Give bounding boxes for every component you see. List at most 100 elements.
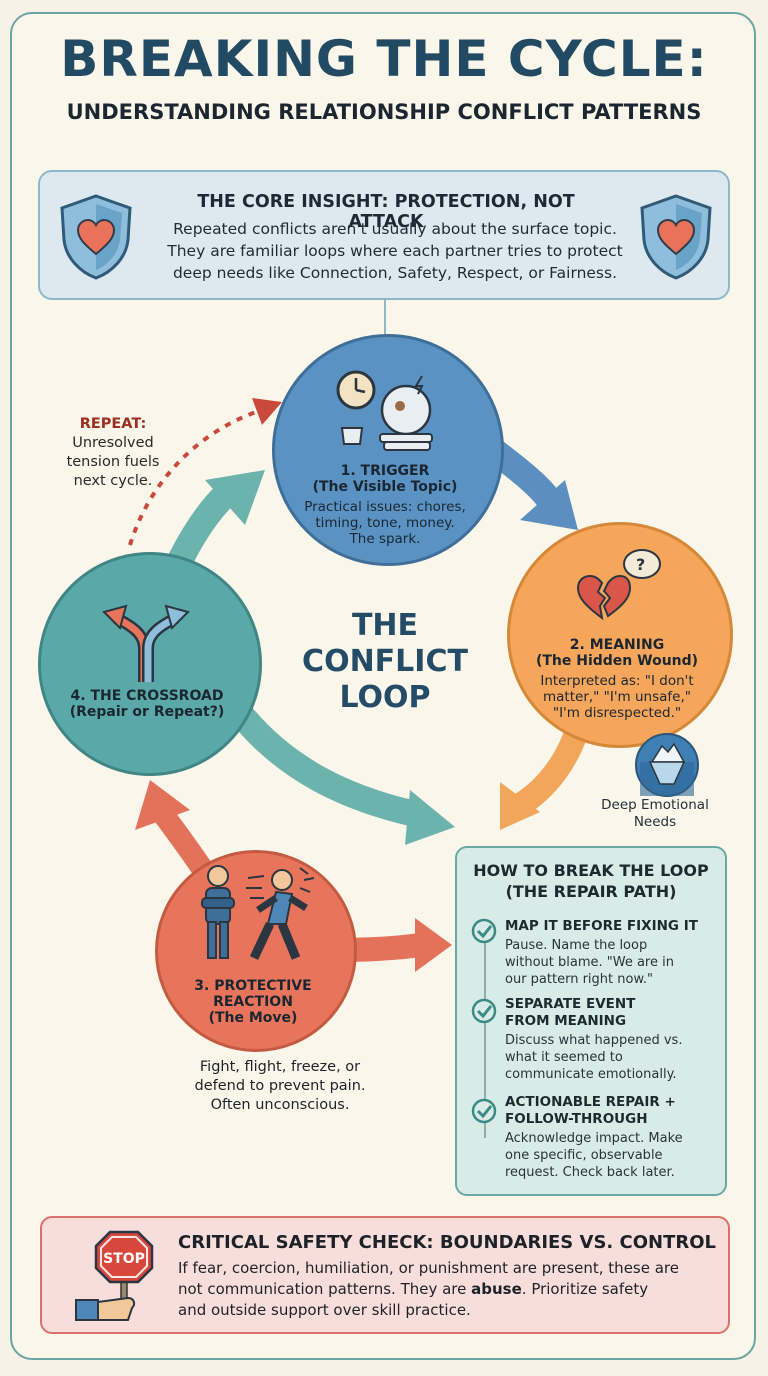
stop-sign-icon: STOP: [75, 1230, 154, 1321]
step-heading: ACTIONABLE REPAIR +: [505, 1094, 676, 1110]
meaning-title: 2. MEANING: [569, 637, 665, 653]
reaction-text: 3. PROTECTIVE REACTION (The Move): [170, 978, 336, 1026]
iceberg-line: Deep Emotional: [601, 797, 709, 813]
loop-title-line: LOOP: [339, 680, 431, 715]
repair-step-2: SEPARATE EVENT FROM MEANING Discuss what…: [505, 996, 715, 1083]
repeat-line: next cycle.: [73, 473, 153, 489]
trigger-subtitle: (The Visible Topic): [312, 479, 458, 495]
step-line: without blame. "We are in: [505, 955, 674, 970]
step-line: Discuss what happened vs.: [505, 1033, 683, 1048]
clock-dishes-icon: [336, 370, 433, 451]
reaction-title: REACTION: [213, 994, 293, 1010]
repair-step-1: MAP IT BEFORE FIXING IT Pause. Name the …: [505, 918, 715, 988]
safety-body: If fear, coercion, humiliation, or punis…: [178, 1258, 718, 1321]
arrow-head: [500, 782, 540, 830]
step-body: Discuss what happened vs. what it seemed…: [505, 1032, 715, 1083]
step-line: request. Check back later.: [505, 1165, 675, 1180]
stop-sign-text: STOP: [103, 1251, 145, 1267]
safety-line: If fear, coercion, humiliation, or punis…: [178, 1259, 679, 1277]
defensive-people-icon: [201, 865, 315, 960]
step-body: Acknowledge impact. Make one specific, o…: [505, 1130, 715, 1181]
crossroad-title: 4. THE CROSSROAD: [70, 688, 224, 704]
repeat-title: REPEAT:: [79, 416, 147, 432]
trigger-line: The spark.: [349, 531, 421, 547]
arrow-head: [405, 790, 455, 845]
check-circle-icon: [471, 918, 497, 944]
core-insight-line: Repeated conflicts aren't usually about …: [173, 220, 617, 238]
safety-text: . Prioritize safety: [521, 1280, 649, 1298]
step-heading: MAP IT BEFORE FIXING IT: [505, 918, 698, 934]
safety-check-box: STOP CRITICAL SAFETY CHECK: BOUNDARIES V…: [40, 1216, 730, 1334]
meaning-line: "I'm disrespected.": [552, 705, 682, 721]
crossroad-subtitle: (Repair or Repeat?): [69, 704, 225, 720]
meaning-subtitle: (The Hidden Wound): [535, 653, 699, 669]
shield-heart-icon: [60, 194, 132, 280]
step-line: Acknowledge impact. Make: [505, 1131, 683, 1146]
shield-heart-icon: [640, 194, 712, 280]
svg-text:?: ?: [636, 555, 645, 574]
step-line: what it seemed to: [505, 1050, 623, 1065]
crossroad-arrows-icon: [102, 604, 190, 682]
arrow-crossroad-right: [219, 692, 423, 828]
safety-text: not communication patterns. They are: [178, 1280, 472, 1298]
meaning-body: Interpreted as: "I don't matter," "I'm u…: [520, 673, 714, 721]
broken-heart-icon: ?: [576, 549, 661, 621]
safety-line: and outside support over skill practice.: [178, 1301, 471, 1319]
safety-line: not communication patterns. They are abu…: [178, 1279, 718, 1300]
repair-title-line: (THE REPAIR PATH): [505, 882, 677, 901]
meaning-circle: [507, 522, 733, 748]
safety-title: CRITICAL SAFETY CHECK: BOUNDARIES VS. CO…: [178, 1232, 717, 1253]
repeat-label: REPEAT: Unresolved tension fuels next cy…: [58, 415, 168, 491]
repeat-dotted-arrow: [128, 408, 263, 546]
trigger-line: timing, tone, money.: [315, 515, 455, 531]
step-body: Pause. Name the loop without blame. "We …: [505, 937, 715, 988]
meaning-line: matter," "I'm unsafe,": [543, 689, 691, 705]
step-heading: FROM MEANING: [505, 1013, 627, 1029]
reaction-caption: Fight, flight, freeze, or defend to prev…: [170, 1058, 390, 1115]
reaction-caption-line: Fight, flight, freeze, or: [199, 1059, 361, 1075]
core-insight-title: THE CORE INSIGHT: PROTECTION, NOT ATTACK: [197, 192, 575, 232]
reaction-caption-line: Often unconscious.: [210, 1097, 350, 1113]
step-heading: FOLLOW-THROUGH: [505, 1111, 648, 1127]
crossroad-text: 4. THE CROSSROAD (Repair or Repeat?): [44, 688, 250, 720]
repair-path-box: HOW TO BREAK THE LOOP (THE REPAIR PATH) …: [455, 846, 727, 1196]
core-insight-line: They are familiar loops where each partn…: [167, 242, 623, 260]
step-line: communicate emotionally.: [505, 1067, 677, 1082]
iceberg-line: Needs: [633, 814, 677, 830]
core-insight-line: deep needs like Connection, Safety, Resp…: [172, 264, 618, 282]
repair-title-line: HOW TO BREAK THE LOOP: [473, 861, 709, 880]
repeat-line: Unresolved: [72, 435, 154, 451]
trigger-line: Practical issues: chores,: [304, 499, 466, 515]
core-insight-box: THE CORE INSIGHT: PROTECTION, NOT ATTACK…: [38, 170, 730, 300]
loop-title-line: THE: [351, 608, 419, 643]
check-circle-icon: [471, 1098, 497, 1124]
step-heading: SEPARATE EVENT: [505, 996, 636, 1012]
reaction-caption-line: defend to prevent pain.: [194, 1078, 366, 1094]
check-circle-icon: [471, 998, 497, 1024]
arrow-head: [520, 480, 578, 530]
trigger-body: Practical issues: chores, timing, tone, …: [284, 499, 486, 547]
arrow-head: [415, 918, 452, 972]
core-insight-body: Repeated conflicts aren't usually about …: [160, 218, 630, 284]
reaction-title: 3. PROTECTIVE: [194, 978, 312, 994]
reaction-subtitle: (The Move): [208, 1010, 298, 1026]
page-subtitle: UNDERSTANDING RELATIONSHIP CONFLICT PATT…: [66, 100, 702, 124]
step-line: one specific, observable: [505, 1148, 663, 1163]
safety-emphasis: abuse: [471, 1280, 522, 1298]
loop-title-line: CONFLICT: [302, 644, 468, 679]
meaning-line: Interpreted as: "I don't: [540, 673, 694, 689]
iceberg-icon: [635, 733, 699, 797]
repair-step-3: ACTIONABLE REPAIR + FOLLOW-THROUGH Ackno…: [505, 1094, 715, 1181]
arrow-head: [252, 398, 282, 425]
trigger-text: 1. TRIGGER (The Visible Topic) Practical…: [284, 463, 486, 547]
page-title: BREAKING THE CYCLE:: [60, 30, 708, 88]
repair-title: HOW TO BREAK THE LOOP (THE REPAIR PATH): [457, 860, 725, 902]
meaning-text: 2. MEANING (The Hidden Wound) Interprete…: [520, 637, 714, 721]
step-line: our pattern right now.": [505, 972, 653, 987]
arrow-head: [135, 780, 190, 830]
repeat-line: tension fuels: [66, 454, 160, 470]
arrow-head: [205, 470, 265, 525]
iceberg-label: Deep Emotional Needs: [600, 797, 710, 831]
step-line: Pause. Name the loop: [505, 938, 648, 953]
